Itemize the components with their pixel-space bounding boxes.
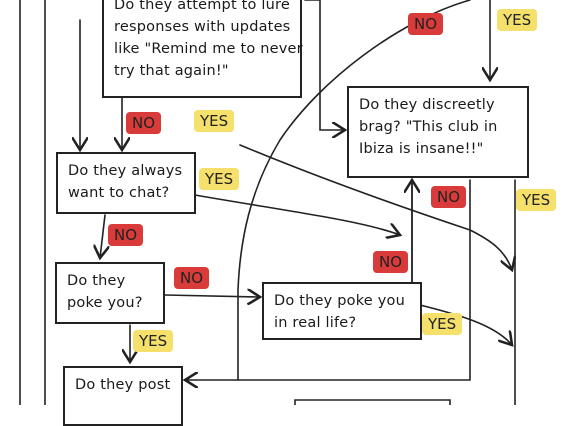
yes-label-beside-lure: YES	[194, 110, 235, 132]
no-label-poke-real: NO	[373, 251, 409, 273]
lure-line-3: like "Remind me to never	[114, 41, 303, 57]
yes-label-poke-real: YES	[422, 313, 463, 335]
chat-question-box: Do they always want to chat?	[56, 152, 196, 214]
yes-label-under-poke: YES	[133, 330, 174, 352]
no-label-under-lure: NO	[126, 112, 162, 134]
brag-line-1: Do they discreetly	[359, 97, 495, 113]
connector-poke-no	[164, 295, 260, 297]
no-label-top: NO	[408, 13, 444, 35]
yes-label-top-right: YES	[497, 9, 538, 31]
post-question-box: Do they post	[63, 366, 183, 426]
yes-label-right: YES	[516, 189, 557, 211]
lure-line-1: Do they attempt to lure	[114, 0, 290, 13]
brag-question-box: Do they discreetly brag? "This club in I…	[347, 86, 529, 178]
connector-top-diagonal	[237, 0, 471, 381]
lure-line-4: try that again!"	[114, 63, 229, 79]
partial-box-bottom	[294, 399, 451, 405]
no-label-under-chat: NO	[108, 224, 144, 246]
lure-question-box: Do they attempt to lure responses with u…	[102, 0, 303, 98]
poke-real-line-1: Do they poke you	[274, 293, 405, 309]
lure-line-2: responses with updates	[114, 19, 291, 35]
chat-line-1: Do they always	[68, 163, 183, 179]
brag-line-3: Ibiza is insane!!"	[359, 141, 484, 157]
poke-question-box: Do they poke you?	[55, 262, 165, 324]
connector-yes-lure-right	[239, 144, 512, 270]
yes-label-chat: YES	[199, 168, 240, 190]
connector-chat-yes	[194, 194, 400, 235]
post-line-1: Do they post	[75, 377, 171, 393]
no-label-poke: NO	[174, 267, 210, 289]
flowchart-connectors	[19, 0, 570, 405]
poke-line-1: Do they	[67, 273, 126, 289]
no-label-brag: NO	[431, 186, 467, 208]
poke-real-line-2: in real life?	[274, 315, 357, 331]
chat-line-2: want to chat?	[68, 185, 170, 201]
connector-poke-real-yes	[419, 304, 512, 345]
poke-real-question-box: Do they poke you in real life?	[262, 282, 422, 340]
connector-lure-right	[304, 0, 345, 130]
connector-chat-no	[100, 214, 105, 258]
connector-brag-down	[185, 179, 471, 380]
poke-line-2: poke you?	[67, 295, 143, 311]
brag-line-2: brag? "This club in	[359, 119, 498, 135]
